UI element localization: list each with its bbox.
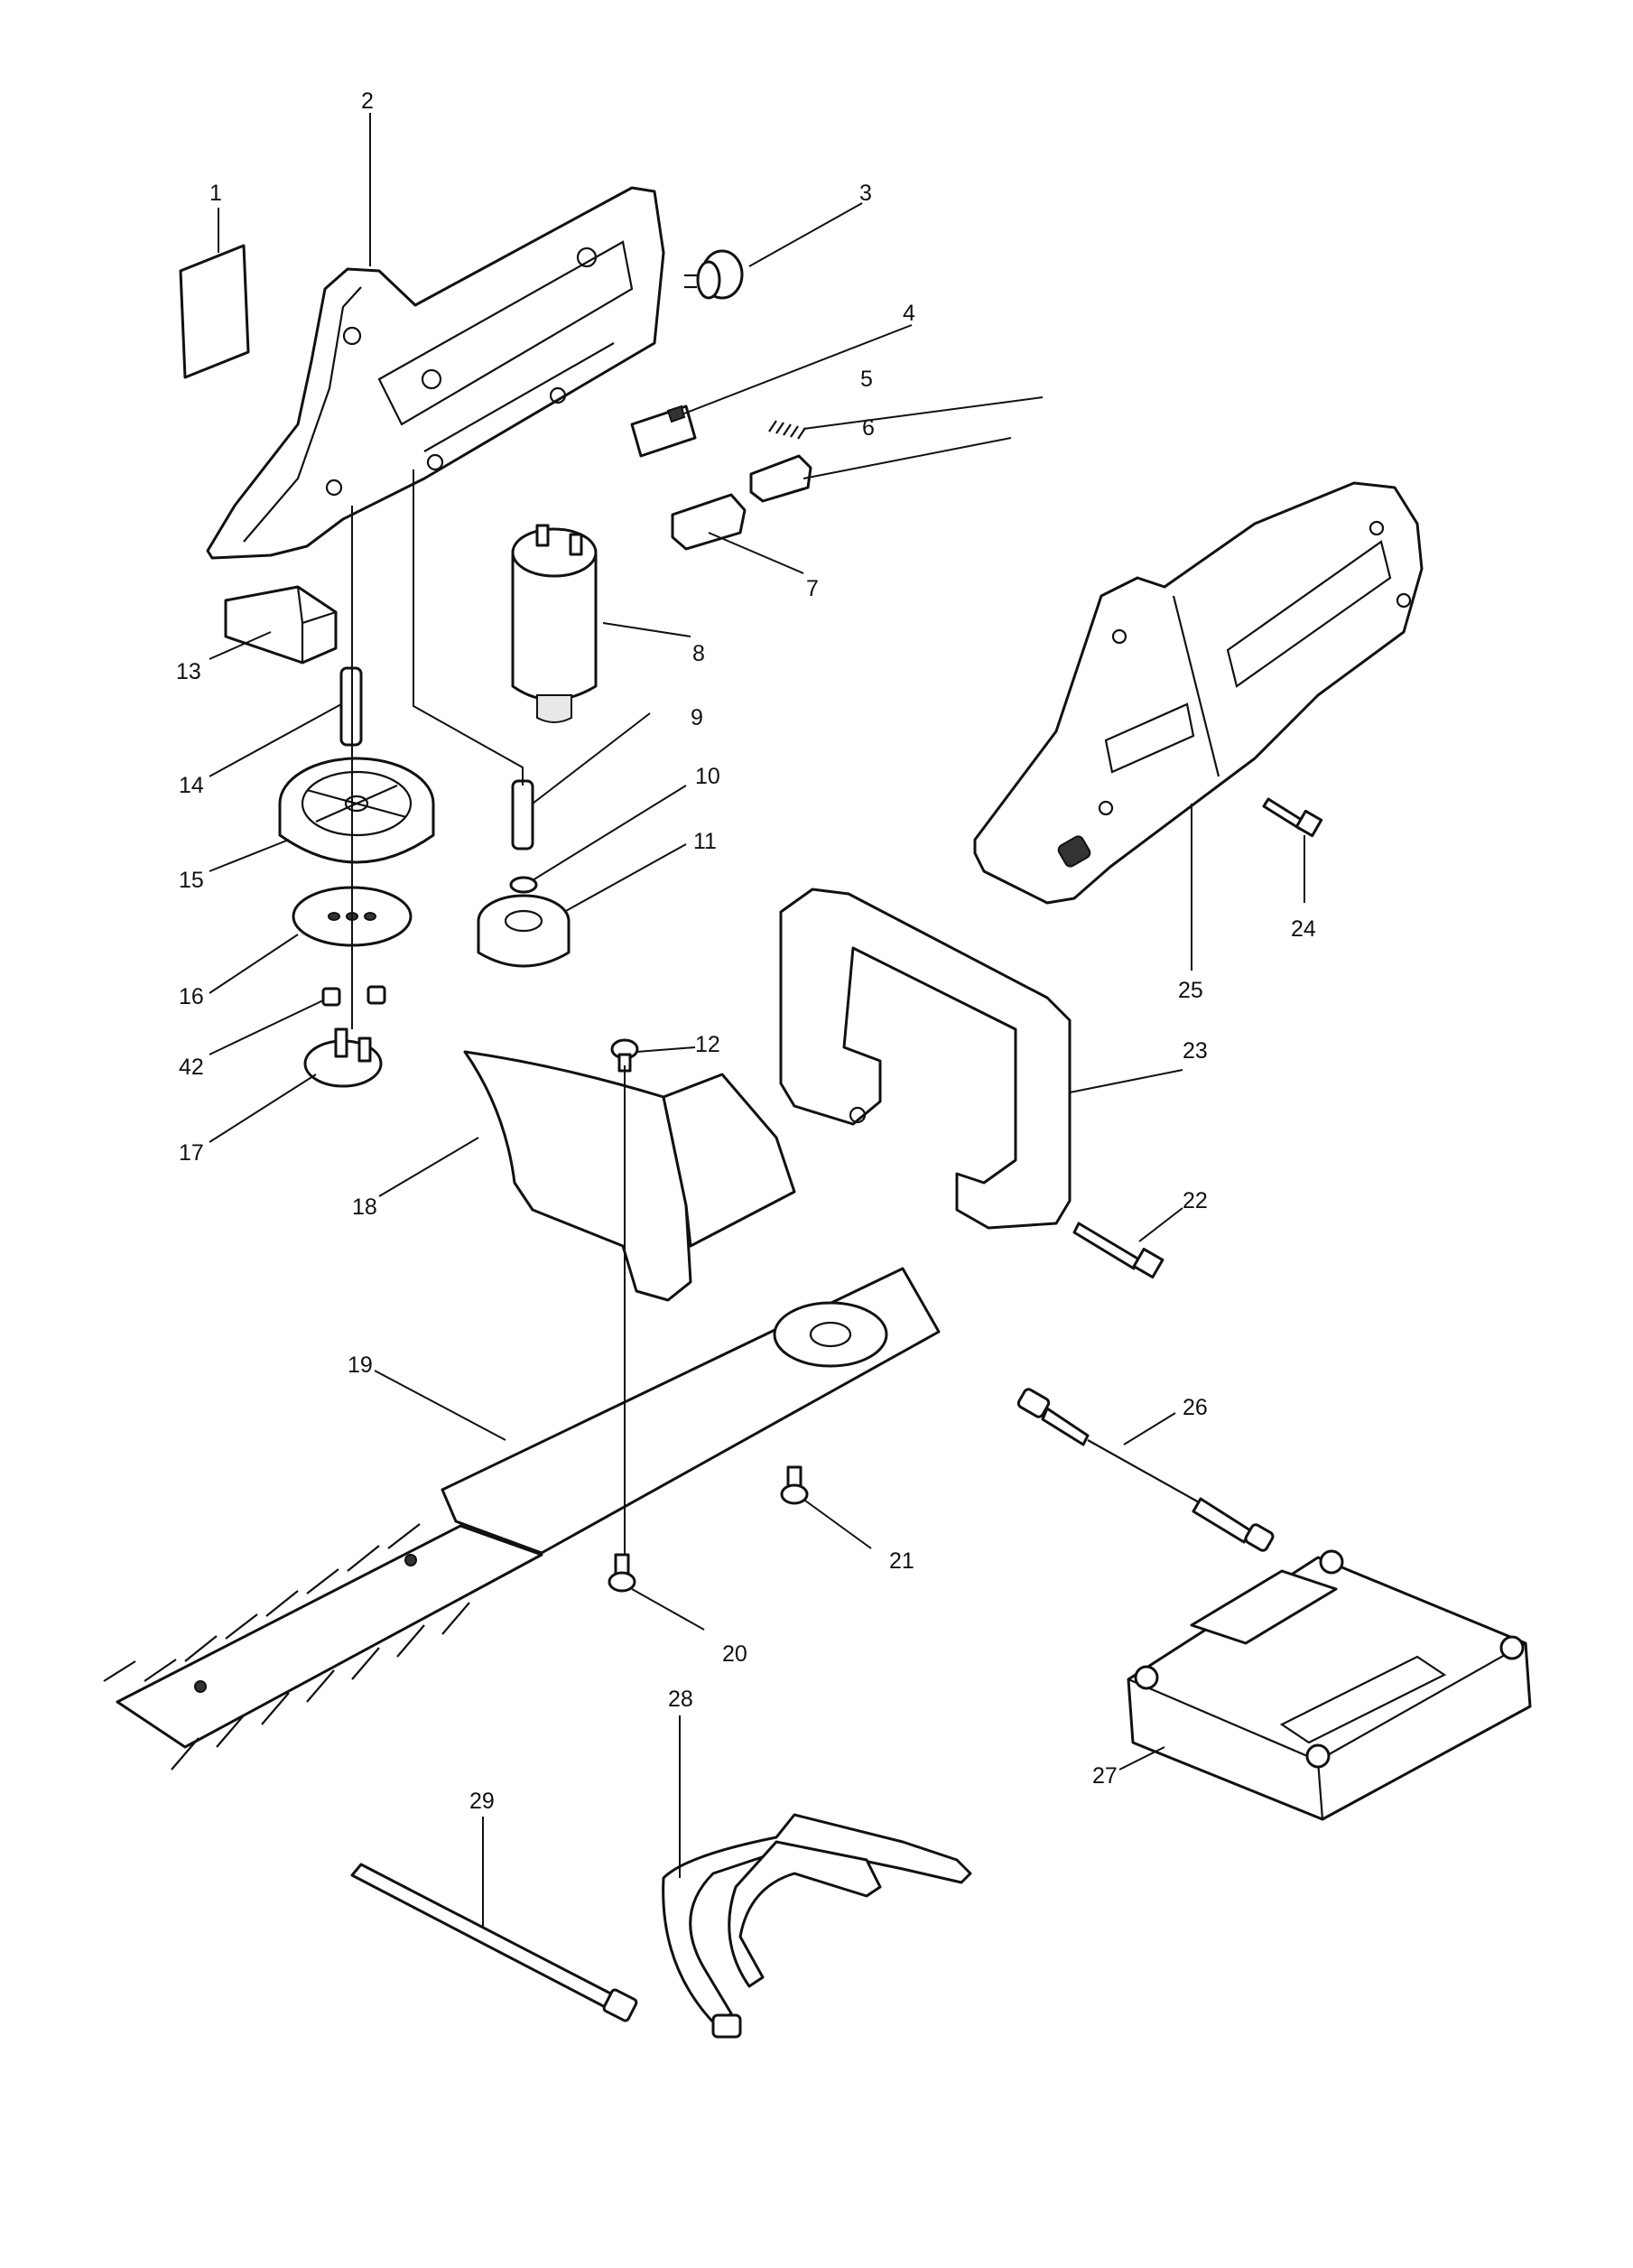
part-10-washer — [509, 876, 538, 894]
part-22-long-screw — [1072, 1222, 1164, 1279]
part-17-cam — [303, 1027, 383, 1088]
part-15-crank-gear — [278, 757, 435, 864]
part-19-blade-assembly — [103, 1267, 941, 1771]
callout-12: 12 — [695, 1032, 720, 1057]
part-25-rear-handle-housing — [973, 481, 1424, 905]
part-8-motor — [511, 524, 598, 723]
part-28-shoulder-strap — [662, 1813, 972, 2039]
callout-9: 9 — [691, 705, 703, 730]
callout-20: 20 — [722, 1641, 747, 1667]
callout-3: 3 — [859, 181, 872, 206]
callout-leader-lines — [209, 113, 1305, 1928]
part-7-switch-button — [671, 493, 747, 551]
callout-5: 5 — [860, 367, 873, 392]
callout-29: 29 — [469, 1789, 495, 1814]
callout-numbers: 1 2 3 4 5 6 7 8 9 10 11 12 13 14 15 16 1… — [176, 88, 1316, 1814]
callout-8: 8 — [692, 641, 705, 666]
part-5-spring — [768, 420, 806, 440]
callout-21: 21 — [889, 1548, 914, 1574]
callout-6: 6 — [862, 415, 875, 441]
callout-7: 7 — [806, 576, 819, 601]
part-18-blade-guard — [463, 1050, 796, 1302]
callout-27: 27 — [1092, 1763, 1118, 1789]
part-6-switch-lever — [749, 454, 812, 503]
part-1-label-plate — [179, 244, 250, 379]
callout-18: 18 — [352, 1194, 377, 1220]
part-12-screw — [610, 1038, 639, 1073]
callout-28: 28 — [668, 1687, 693, 1712]
callout-11: 11 — [693, 829, 717, 854]
callout-23: 23 — [1183, 1038, 1208, 1064]
callout-15: 15 — [179, 868, 204, 893]
callout-25: 25 — [1178, 978, 1203, 1003]
callout-14: 14 — [179, 773, 204, 798]
part-3-connector — [684, 249, 744, 300]
part-11-gear — [477, 894, 571, 968]
callout-19: 19 — [348, 1352, 373, 1378]
part-4-switch — [630, 404, 697, 458]
callout-24: 24 — [1291, 916, 1316, 942]
callout-13: 13 — [176, 659, 201, 684]
assembly-guide-lines — [351, 469, 626, 1555]
callout-10: 10 — [695, 764, 720, 789]
part-13-pad — [224, 585, 338, 665]
part-24-screw — [1262, 797, 1323, 838]
part-20-bolt — [608, 1553, 636, 1593]
callout-17: 17 — [179, 1140, 204, 1166]
part-21-bolt — [780, 1465, 809, 1505]
part-29-cable-tie — [350, 1863, 638, 2022]
callout-42: 42 — [179, 1055, 204, 1080]
part-23-front-handle — [779, 888, 1072, 1230]
callout-26: 26 — [1183, 1395, 1208, 1420]
part-9-shaft — [511, 779, 534, 850]
callout-22: 22 — [1183, 1188, 1208, 1213]
callout-4: 4 — [903, 301, 915, 326]
callout-16: 16 — [179, 984, 204, 1009]
part-2-housing-half — [206, 186, 665, 560]
part-27-battery-case — [1127, 1549, 1532, 1821]
part-42-screws — [321, 985, 386, 1007]
part-26-cord — [1016, 1388, 1275, 1552]
callout-2: 2 — [361, 88, 374, 114]
callout-1: 1 — [209, 181, 222, 206]
